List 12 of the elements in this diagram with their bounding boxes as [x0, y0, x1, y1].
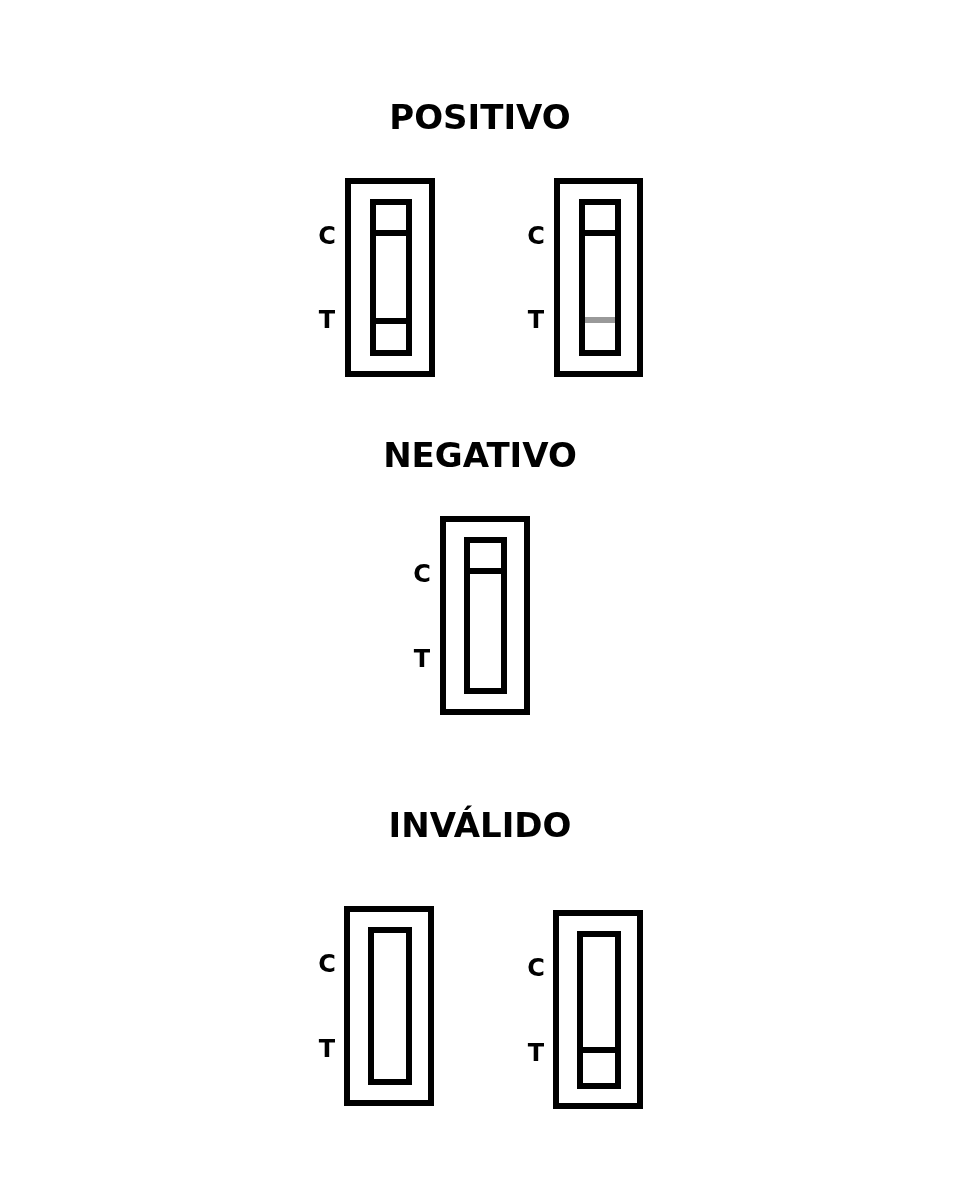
line-marker-label: C: [413, 562, 431, 586]
line-marker-label: C: [527, 956, 545, 980]
line-marker-label: C: [318, 224, 336, 248]
line-marker-label: C: [318, 952, 336, 976]
line-marker-label: T: [527, 1041, 545, 1065]
line-marker-label: T: [527, 308, 545, 332]
line-marker-label: T: [318, 308, 336, 332]
section-heading: POSITIVO: [389, 100, 571, 134]
line-marker-label: T: [413, 647, 431, 671]
line-marker-label: T: [318, 1037, 336, 1061]
section-heading: NEGATIVO: [383, 438, 577, 472]
line-marker-label: C: [527, 224, 545, 248]
